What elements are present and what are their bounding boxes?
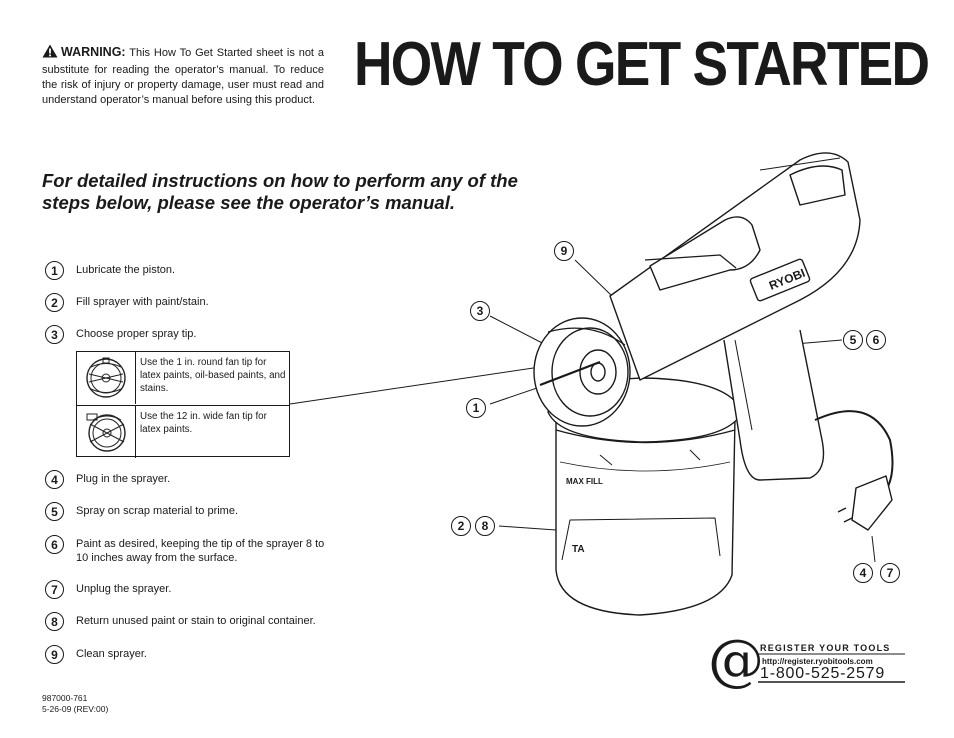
spray-tip-table: Use the 1 in. round fan tip for latex pa… — [76, 351, 290, 458]
revision: 5-26-09 (REV:00) — [42, 704, 109, 714]
step-text: Unplug the sprayer. — [76, 583, 172, 595]
cup-ta-label: TA — [572, 544, 585, 555]
wide-fan-tip-icon — [77, 406, 136, 458]
step-3: 3 Choose proper spray tip. — [45, 325, 196, 344]
step-number: 3 — [45, 325, 64, 344]
step-number: 9 — [45, 645, 64, 664]
warning-icon — [42, 44, 58, 63]
warning-label: WARNING: — [61, 45, 126, 59]
step-6: 6 Paint as desired, keeping the tip of t… — [45, 535, 338, 565]
step-text: Spray on scrap material to prime. — [76, 505, 239, 517]
cup-max-fill-label: MAX FILL — [566, 477, 603, 486]
callout-1: 1 — [466, 398, 486, 418]
step-text: Paint as desired, keeping the tip of the… — [76, 538, 325, 564]
tip-text: Use the 1 in. round fan tip for latex pa… — [140, 357, 286, 394]
part-number: 987000-761 — [42, 693, 88, 703]
step-text: Fill sprayer with paint/stain. — [76, 296, 209, 308]
step-9: 9 Clean sprayer. — [45, 645, 147, 664]
callout-4: 4 — [853, 563, 873, 583]
step-text: Return unused paint or stain to original… — [76, 615, 316, 627]
callout-9: 9 — [554, 241, 574, 261]
step-text: Choose proper spray tip. — [76, 328, 197, 340]
step-number: 6 — [45, 535, 64, 554]
register-lines — [758, 653, 905, 683]
step-number: 5 — [45, 502, 64, 521]
callout-7: 7 — [880, 563, 900, 583]
callout-2: 2 — [451, 516, 471, 536]
step-8: 8 Return unused paint or stain to origin… — [45, 612, 316, 631]
step-1: 1 Lubricate the piston. — [45, 261, 175, 280]
callout-6: 6 — [866, 330, 886, 350]
step-number: 7 — [45, 580, 64, 599]
register-url[interactable]: http://register.ryobitools.com — [762, 657, 873, 666]
step-text: Lubricate the piston. — [76, 264, 176, 276]
warning-block: WARNING: This How To Get Started sheet i… — [42, 44, 324, 108]
step-number: 8 — [45, 612, 64, 631]
step-7: 7 Unplug the sprayer. — [45, 580, 171, 599]
subtitle: For detailed instructions on how to perf… — [42, 170, 518, 213]
callout-8: 8 — [475, 516, 495, 536]
step-number: 2 — [45, 293, 64, 312]
step-text: Plug in the sprayer. — [76, 473, 171, 485]
step-number: 1 — [45, 261, 64, 280]
step-number: 4 — [45, 470, 64, 489]
callout-3: 3 — [470, 301, 490, 321]
register-phone: 1-800-525-2579 — [760, 665, 886, 682]
step-4: 4 Plug in the sprayer. — [45, 470, 170, 489]
tip-text: Use the 12 in. wide fan tip for latex pa… — [140, 411, 267, 435]
step-text: Clean sprayer. — [76, 648, 147, 660]
warning-text: This How To Get Started sheet is not a s… — [42, 47, 324, 106]
page-title: HOW TO GET STARTED — [354, 30, 930, 99]
tip-row-wide: Use the 12 in. wide fan tip for latex pa… — [77, 405, 289, 458]
step-5: 5 Spray on scrap material to prime. — [45, 502, 238, 521]
callout-5: 5 — [843, 330, 863, 350]
at-sign-logo: @ — [708, 628, 764, 693]
part-number-block: 987000-761 5-26-09 (REV:00) — [42, 693, 108, 715]
step-2: 2 Fill sprayer with paint/stain. — [45, 293, 209, 312]
register-title: REGISTER YOUR TOOLS — [760, 643, 891, 653]
tip-row-round: Use the 1 in. round fan tip for latex pa… — [77, 352, 289, 404]
round-fan-tip-icon — [77, 352, 136, 404]
